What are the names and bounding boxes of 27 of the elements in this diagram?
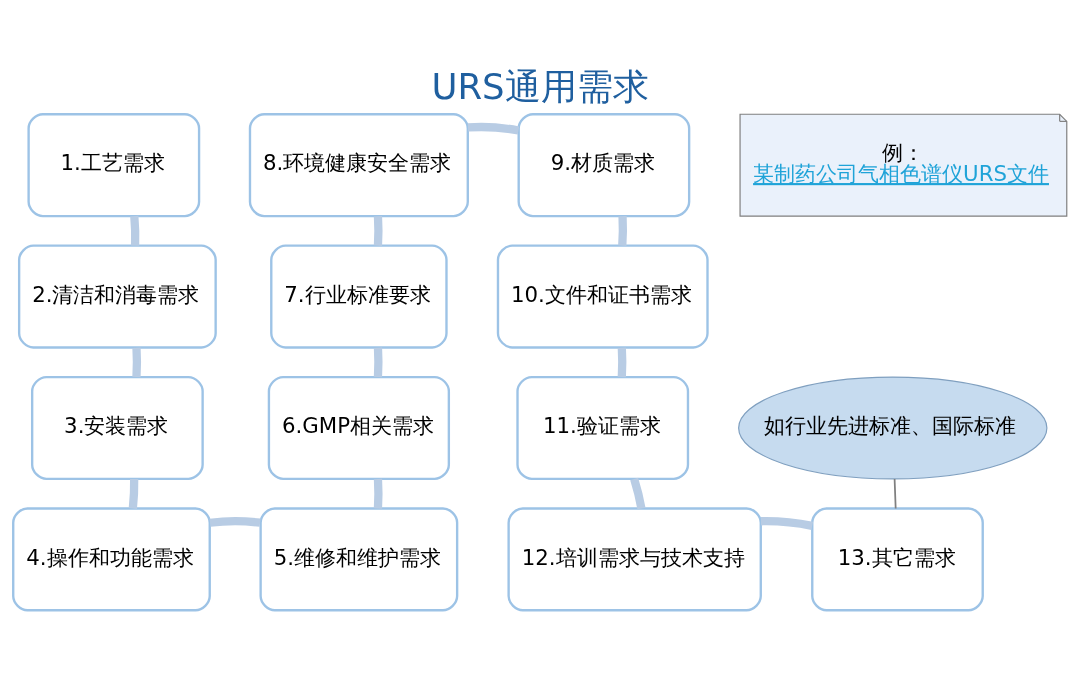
- connector: [893, 477, 897, 509]
- connector: [128, 478, 139, 509]
- node-box: 6.GMP相关需求: [267, 375, 451, 480]
- node-box: 4.操作和功能需求: [12, 506, 211, 611]
- node-box: 7.行业标准要求: [270, 244, 448, 349]
- node-box: 5.维修和维护需求: [259, 506, 459, 611]
- connector: [467, 122, 520, 135]
- node-ellipse: 如行业先进标准、国际标准: [738, 375, 1048, 479]
- connector: [373, 478, 383, 509]
- diagram-title: URS通用需求: [431, 65, 649, 107]
- connector: [209, 516, 261, 527]
- connector: [630, 477, 646, 509]
- node-box: 11.验证需求: [516, 375, 690, 480]
- node-box: 2.清洁和消毒需求: [17, 244, 217, 349]
- connector: [373, 215, 383, 246]
- node-box: 8.环境健康安全需求: [248, 112, 469, 217]
- connector: [132, 346, 142, 377]
- connector: [617, 346, 627, 377]
- node-box: 3.安装需求: [31, 375, 204, 480]
- node-box: 13.其它需求: [811, 506, 984, 611]
- node-box: 12.培训需求与技术支持: [507, 506, 762, 611]
- node-box: 9.材质需求: [517, 112, 691, 217]
- connector: [130, 215, 140, 246]
- connector: [760, 516, 813, 530]
- node-box: 1.工艺需求: [27, 112, 201, 217]
- node-box: 10.文件和证书需求: [496, 244, 709, 349]
- connector: [373, 346, 383, 377]
